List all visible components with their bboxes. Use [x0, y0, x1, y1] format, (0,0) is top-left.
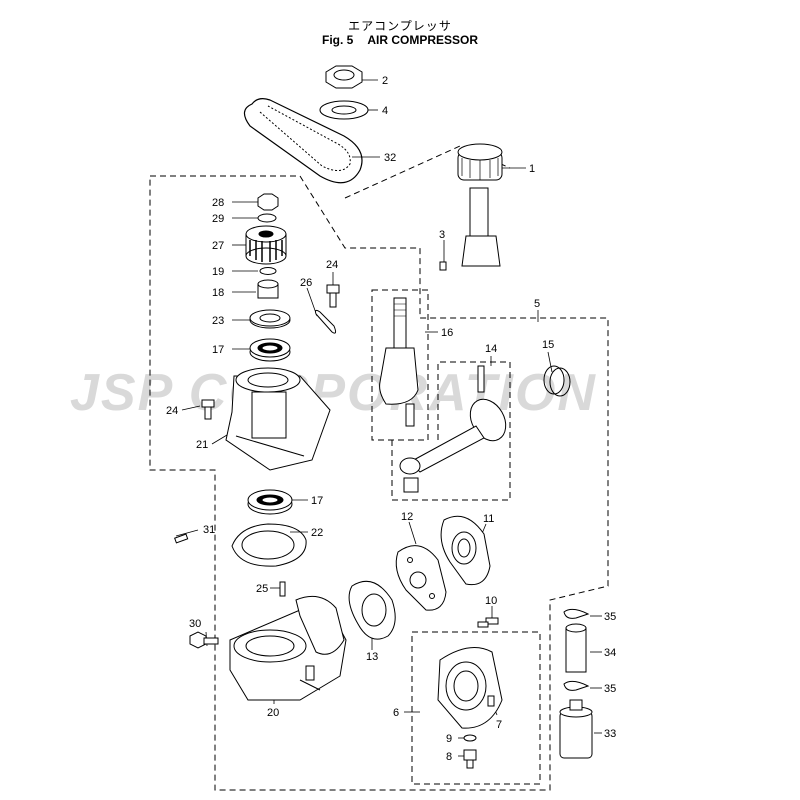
- callout-23: 23: [212, 315, 224, 327]
- callout-14: 14: [485, 343, 497, 355]
- callout-17-lower: 17: [311, 495, 323, 507]
- valve-plate-part-12: [395, 545, 447, 611]
- callout-27: 27: [212, 240, 224, 252]
- callout-labels: 2 4 32 1 3 5 16 14 15 28 29 27 19 18 23 …: [166, 75, 616, 763]
- callout-35-lower: 35: [604, 683, 616, 695]
- callout-15: 15: [542, 339, 554, 351]
- gasket-part-13: [348, 580, 396, 640]
- callout-34: 34: [604, 647, 616, 659]
- figure-number: Fig. 5: [321, 33, 354, 47]
- timing-belt-part-32: [243, 98, 363, 184]
- callout-29: 29: [212, 213, 224, 225]
- callout-22: 22: [311, 527, 323, 539]
- callout-17-upper: 17: [212, 344, 224, 356]
- callout-3: 3: [439, 229, 445, 241]
- callout-24-lower: 24: [166, 405, 178, 417]
- outline-group-16: [371, 289, 429, 441]
- washer-part-9: [463, 734, 477, 742]
- piston-rings-part-15: [543, 365, 571, 397]
- callout-11: 11: [483, 513, 494, 525]
- callout-1: 1: [529, 163, 535, 175]
- callout-30: 30: [189, 618, 201, 630]
- callout-19: 19: [212, 266, 224, 278]
- callout-24-upper: 24: [326, 259, 338, 271]
- clamp-part-35-lower: [563, 680, 590, 691]
- bearing-part-17-lower: [247, 489, 293, 515]
- outline-group-5: [149, 175, 609, 791]
- ring-part-19: [259, 267, 277, 275]
- callout-16: 16: [441, 327, 453, 339]
- callout-18: 18: [212, 287, 224, 299]
- outline-group-6: [411, 631, 541, 785]
- fitting-part-7: [487, 695, 495, 707]
- collar-part-18: [257, 279, 279, 299]
- crankshaft-part-16: [379, 297, 419, 427]
- key-part-3: [439, 261, 447, 271]
- callout-13: 13: [366, 651, 378, 663]
- callout-9: 9: [446, 733, 452, 745]
- figure-title-text: AIR COMPRESSOR: [367, 33, 479, 47]
- plug-part-8: [463, 749, 477, 769]
- callout-25: 25: [256, 583, 268, 595]
- bolt-part-30: [189, 631, 219, 649]
- bolt-part-10: [477, 617, 499, 628]
- callout-21: 21: [196, 439, 208, 451]
- pin-part-25: [279, 581, 286, 597]
- nut-part-28: [257, 193, 279, 211]
- callout-8: 8: [446, 751, 452, 763]
- callout-26: 26: [300, 277, 312, 289]
- pin-part-31: [174, 533, 189, 544]
- upper-housing-part-21: [225, 367, 331, 471]
- figure-title: Fig. 5 AIR COMPRESSOR: [0, 33, 800, 47]
- gear-pulley-part-27: [245, 225, 287, 265]
- callout-35-upper: 35: [604, 611, 616, 623]
- cylinder-head-part-11: [440, 515, 491, 586]
- outline-group-14: [391, 361, 511, 501]
- callout-28: 28: [212, 197, 224, 209]
- callout-10: 10: [485, 595, 497, 607]
- callout-32: 32: [384, 152, 396, 164]
- callout-12: 12: [401, 511, 413, 523]
- lower-housing-part-20: [229, 595, 347, 701]
- callout-7: 7: [496, 719, 502, 731]
- clamp-part-35-upper: [563, 608, 590, 619]
- watermark-text: JSP CORPORATION: [70, 364, 597, 422]
- callout-33: 33: [604, 728, 616, 740]
- filter-part-33: [559, 699, 593, 759]
- bolt-part-24-lower: [201, 399, 215, 420]
- callout-4: 4: [382, 105, 388, 117]
- piston-part-14: [399, 365, 507, 493]
- crankcase-part-6: [437, 647, 503, 729]
- title-japanese: エアコンプレッサ: [348, 19, 452, 33]
- pulley-cap-part-1: [457, 143, 503, 267]
- callout-31: 31: [203, 524, 215, 536]
- bearing-part-17-upper: [249, 338, 291, 362]
- watermark: JSP CORPORATION: [70, 364, 597, 422]
- oil-seal-part-23: [249, 309, 291, 329]
- callout-5: 5: [534, 298, 540, 310]
- callout-6: 6: [393, 707, 399, 719]
- washer-part-4: [319, 100, 369, 120]
- washer-part-29: [257, 213, 277, 223]
- link-part-26: [315, 309, 337, 334]
- gasket-part-22: [231, 523, 307, 567]
- callout-20: 20: [267, 707, 279, 719]
- callout-2: 2: [382, 75, 388, 87]
- hose-part-34: [565, 623, 587, 673]
- nut-part-2: [325, 65, 363, 89]
- bolt-part-24-upper: [326, 284, 340, 308]
